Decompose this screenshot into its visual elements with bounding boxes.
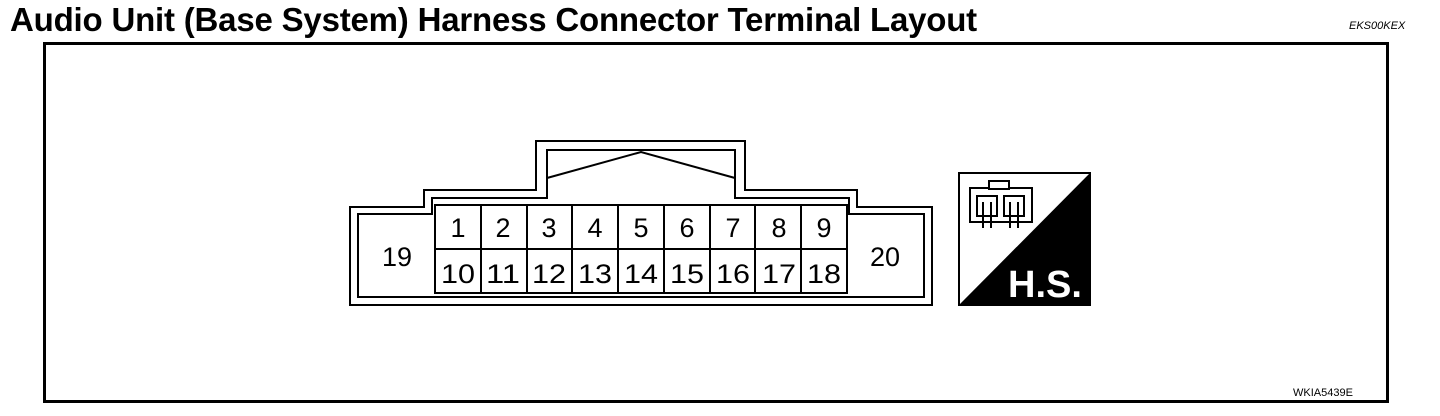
connector-plug-icon [969, 180, 1033, 228]
pin-label-18: 18 [807, 259, 841, 289]
pin-label-14: 14 [624, 259, 658, 289]
pin-label-9: 9 [816, 213, 831, 243]
pin-label-6: 6 [679, 213, 694, 243]
pin-label-15: 15 [670, 259, 704, 289]
pin-label-16: 16 [716, 259, 750, 289]
pin-label-7: 7 [725, 213, 740, 243]
pin-label-5: 5 [633, 213, 648, 243]
pin-label-12: 12 [532, 259, 566, 289]
pin-label-19: 19 [382, 242, 412, 272]
diagram-frame [43, 42, 1389, 403]
pin-label-20: 20 [870, 242, 900, 272]
harness-side-badge: H.S. [958, 172, 1091, 306]
diagram-title: Audio Unit (Base System) Harness Connect… [10, 1, 977, 38]
terminal-grid-columns [480, 205, 802, 293]
pin-label-1: 1 [450, 213, 465, 243]
pin-label-10: 10 [441, 259, 475, 289]
connector-housing-inner [357, 149, 925, 298]
pin-label-8: 8 [771, 213, 786, 243]
reference-code-top: EKS00KEX [1349, 20, 1406, 32]
pin-label-13: 13 [578, 259, 612, 289]
pin-label-3: 3 [541, 213, 556, 243]
hs-badge-label: H.S. [1008, 264, 1082, 306]
connector-housing-outer [349, 140, 933, 306]
pin-label-2: 2 [495, 213, 510, 243]
locking-tab-shape [546, 150, 736, 179]
reference-code-bottom: WKIA5439E [1293, 387, 1353, 399]
pin-label-17: 17 [762, 259, 796, 289]
pin-label-4: 4 [587, 213, 602, 243]
pin-label-11: 11 [486, 259, 520, 289]
